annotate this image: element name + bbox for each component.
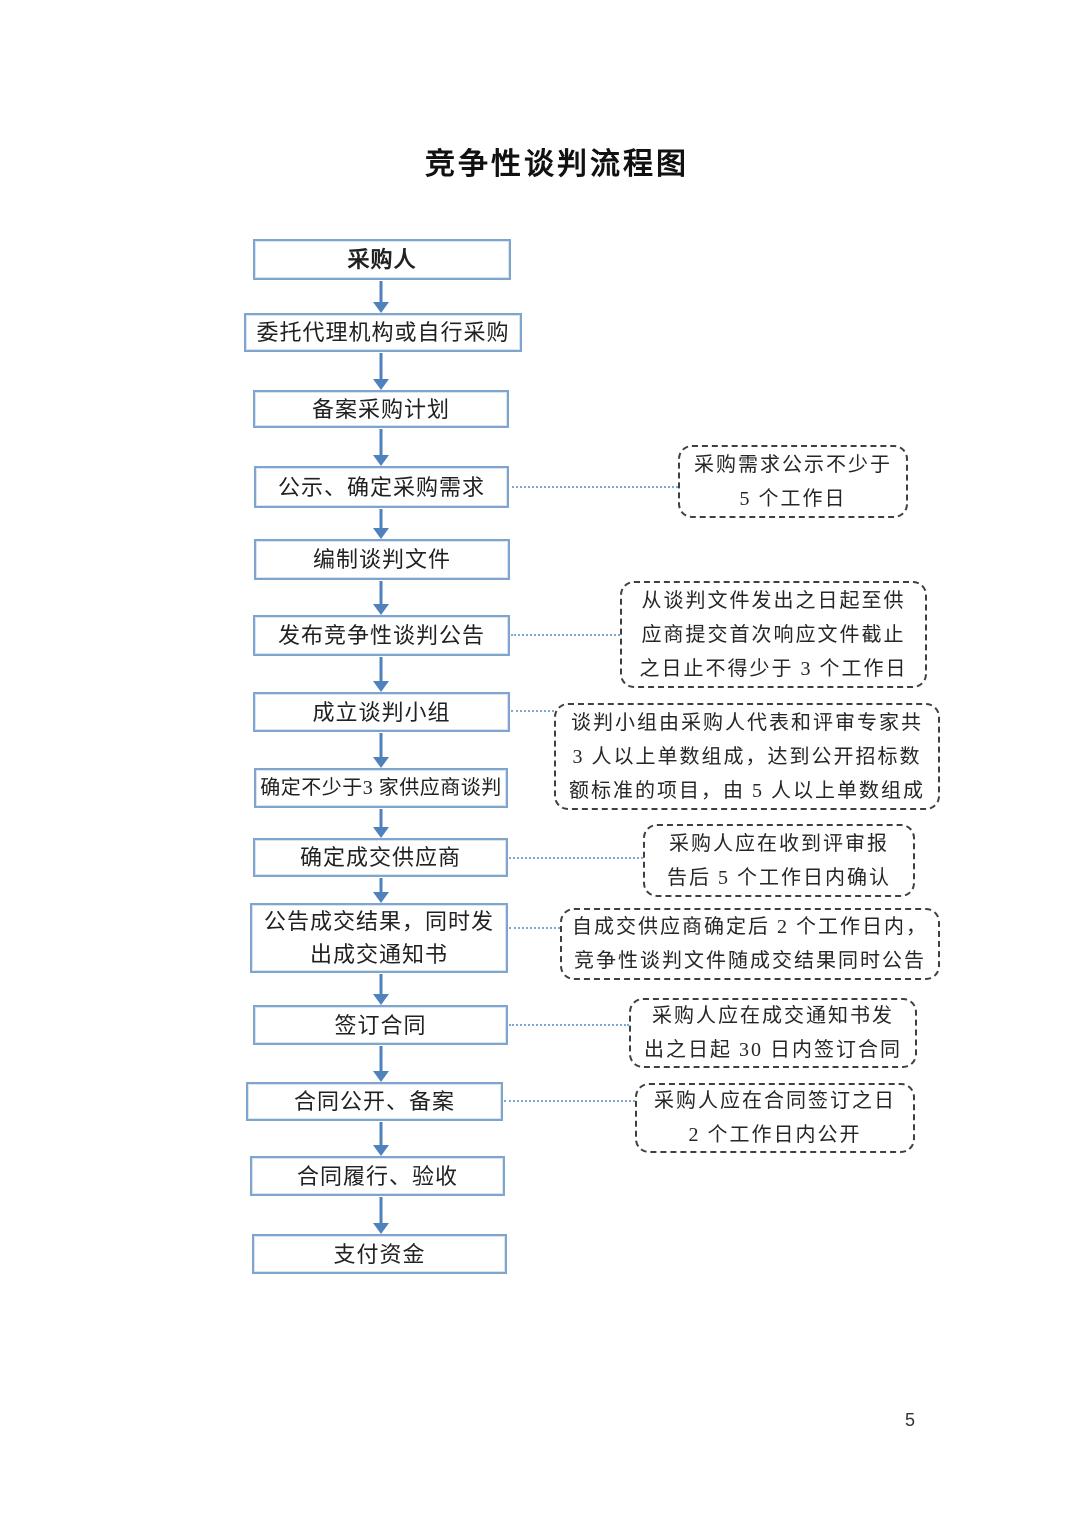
flow-step-contract-publicity-filing: 合同公开、备案 [246, 1082, 503, 1121]
flow-step-determine-winning-supplier: 确定成交供应商 [253, 838, 508, 877]
down-arrow [373, 1046, 389, 1082]
dotted-connector [504, 1100, 635, 1102]
down-arrow [373, 657, 389, 692]
note-line: 3 人以上单数组成，达到公开招标数 [572, 745, 922, 768]
note-contract-signing-period: 采购人应在成交通知书发 出之日起 30 日内签订合同 [629, 998, 917, 1068]
dotted-connector [512, 486, 678, 488]
note-contract-publicity-period: 采购人应在合同签订之日 2 个工作日内公开 [635, 1083, 915, 1153]
note-line: 自成交供应商确定后 2 个工作日内， [572, 916, 928, 938]
flow-step-establish-negotiation-team: 成立谈判小组 [253, 692, 510, 732]
down-arrow [373, 581, 389, 615]
note-response-deadline: 从谈判文件发出之日起至供 应商提交首次响应文件截止 之日止不得少于 3 个工作日 [620, 581, 927, 688]
down-arrow [373, 733, 389, 768]
note-line: 额标准的项目，由 5 人以上单数组成 [569, 779, 925, 802]
note-line: 采购人应在成交通知书发 [652, 1005, 894, 1027]
flow-step-purchaser: 采购人 [253, 239, 511, 280]
flow-step-prepare-negotiation-documents: 编制谈判文件 [254, 539, 510, 580]
note-confirmation-period: 采购人应在收到评审报 告后 5 个工作日内确认 [643, 824, 915, 897]
down-arrow [373, 974, 389, 1005]
page-number: 5 [905, 1410, 916, 1430]
note-team-composition: 谈判小组由采购人代表和评审专家共 3 人以上单数组成，达到公开招标数 额标准的项… [554, 703, 940, 810]
dotted-connector [511, 634, 620, 636]
note-line: 出之日起 30 日内签订合同 [644, 1039, 902, 1061]
note-line: 2 个工作日内公开 [688, 1124, 862, 1146]
note-line: 从谈判文件发出之日起至供 [641, 589, 906, 612]
flow-step-select-min-three-suppliers: 确定不少于3 家供应商谈判 [254, 768, 508, 808]
note-line: 采购人应在合同签订之日 [654, 1090, 896, 1112]
flow-step-publish-negotiation-announcement: 发布竞争性谈判公告 [253, 615, 510, 656]
down-arrow [373, 809, 389, 838]
dotted-connector [509, 1024, 629, 1026]
note-line: 5 个工作日 [739, 487, 847, 510]
down-arrow [373, 1197, 389, 1234]
dotted-connector [509, 857, 643, 859]
note-line: 告后 5 个工作日内确认 [667, 866, 891, 889]
flow-step-sign-contract: 签订合同 [253, 1005, 508, 1045]
down-arrow [373, 1122, 389, 1156]
page-title: 竞争性谈判流程图 [425, 148, 689, 181]
note-line: 采购人应在收到评审报 [669, 832, 889, 855]
flow-step-contract-performance-acceptance: 合同履行、验收 [250, 1156, 505, 1196]
note-requirement-publicity-period: 采购需求公示不少于 5 个工作日 [678, 445, 908, 518]
down-arrow [373, 353, 389, 390]
flow-step-pay-funds: 支付资金 [252, 1234, 507, 1274]
note-line: 应商提交首次响应文件截止 [641, 623, 906, 646]
flow-step-file-procurement-plan: 备案采购计划 [253, 390, 509, 428]
note-line: 之日止不得少于 3 个工作日 [639, 657, 908, 680]
flow-step-announce-result-send-notice: 公告成交结果，同时发出成交通知书 [250, 903, 508, 973]
flow-step-entrust-agency-or-self-procure: 委托代理机构或自行采购 [244, 313, 522, 352]
down-arrow [373, 281, 389, 313]
flow-step-publicize-confirm-requirements: 公示、确定采购需求 [254, 466, 509, 508]
note-line: 竞争性谈判文件随成交结果同时公告 [574, 950, 926, 972]
dotted-connector [509, 927, 560, 929]
note-result-announcement-period: 自成交供应商确定后 2 个工作日内， 竞争性谈判文件随成交结果同时公告 [560, 908, 940, 980]
down-arrow [373, 509, 389, 539]
down-arrow [373, 878, 389, 903]
down-arrow [373, 429, 389, 466]
dotted-connector [511, 710, 554, 712]
note-line: 谈判小组由采购人代表和评审专家共 [571, 711, 923, 734]
note-line: 采购需求公示不少于 [694, 453, 892, 476]
